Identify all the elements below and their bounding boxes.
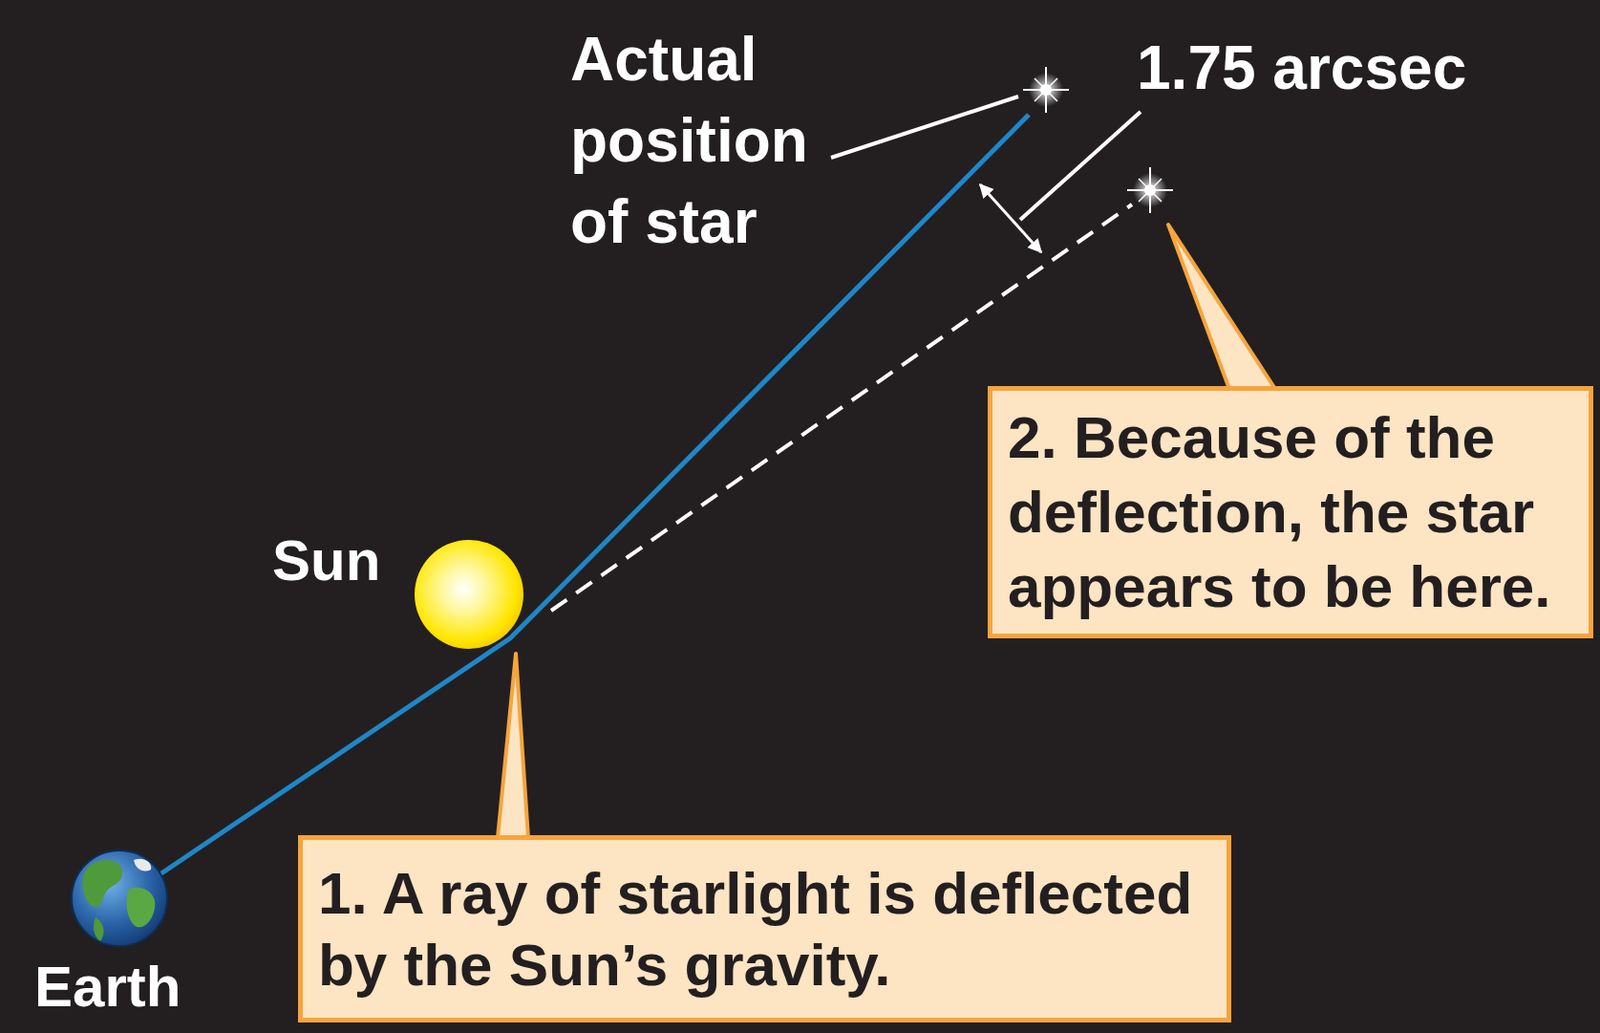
callout-pointer xyxy=(1168,224,1276,389)
apparent-star xyxy=(1127,167,1174,214)
callout-text: 1. A ray of starlight is deflected by th… xyxy=(318,856,1212,1001)
label-text: Actual position of star xyxy=(570,19,838,263)
leader-line xyxy=(1020,111,1141,220)
leader-line xyxy=(831,96,1019,158)
earth-globe xyxy=(71,850,168,946)
label-text: 1.75 arcsec xyxy=(1136,34,1467,102)
callout-box: 2. Because of the deflection, the star a… xyxy=(987,385,1594,639)
callout-box: 1. A ray of starlight is deflected by th… xyxy=(298,834,1232,1023)
callout-text: 2. Because of the deflection, the star a… xyxy=(1007,400,1574,624)
label-text: Sun xyxy=(272,527,381,595)
sun-disc xyxy=(414,539,524,649)
callout-pointer xyxy=(497,653,529,838)
actual-star xyxy=(1023,66,1069,113)
angle-arrow xyxy=(980,184,1042,253)
label-text: Earth xyxy=(34,953,181,1021)
